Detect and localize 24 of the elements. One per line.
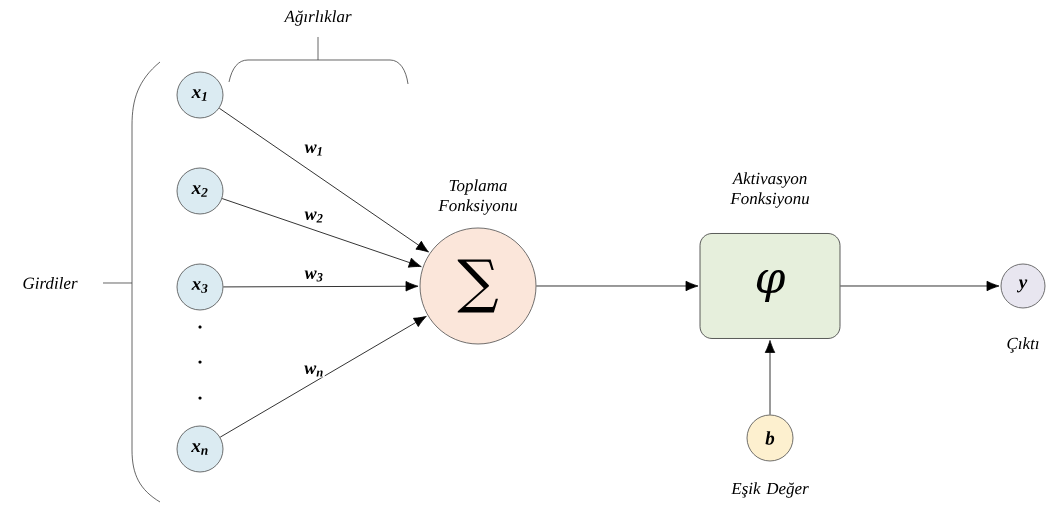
arrow: [221, 198, 422, 268]
node-caption: Aktivasyon Fonksiyonu: [730, 172, 810, 208]
input-node: x$_{n}$: [176, 425, 224, 473]
bracket-label: Girdiler: [23, 277, 78, 289]
input-node: x$_{3}$: [176, 263, 224, 311]
arrow: [840, 280, 1000, 292]
arrow: [223, 281, 419, 292]
activation-box: φ: [699, 233, 841, 339]
edge-label: w$_{2}$: [303, 210, 325, 224]
edge-label: w$_{n}$: [303, 364, 325, 378]
arrow: [218, 107, 429, 253]
edge-label: w$_{3}$: [303, 269, 325, 283]
arrow: [536, 280, 699, 292]
input-node: x$_{2}$: [176, 167, 224, 215]
arrow: [764, 340, 776, 415]
bias-node: b: [746, 414, 794, 462]
arrow: [219, 315, 427, 438]
output-node: y: [1000, 263, 1046, 309]
node-caption: Eşik Değer: [731, 482, 809, 498]
node-caption: Çıktı: [1007, 337, 1039, 353]
bracket-label: Ağırlıklar: [283, 10, 352, 26]
edge-label: w$_{1}$: [303, 143, 325, 157]
node-caption: Toplama Fonksiyonu: [438, 179, 518, 215]
input-node: x$_{1}$: [176, 71, 224, 119]
